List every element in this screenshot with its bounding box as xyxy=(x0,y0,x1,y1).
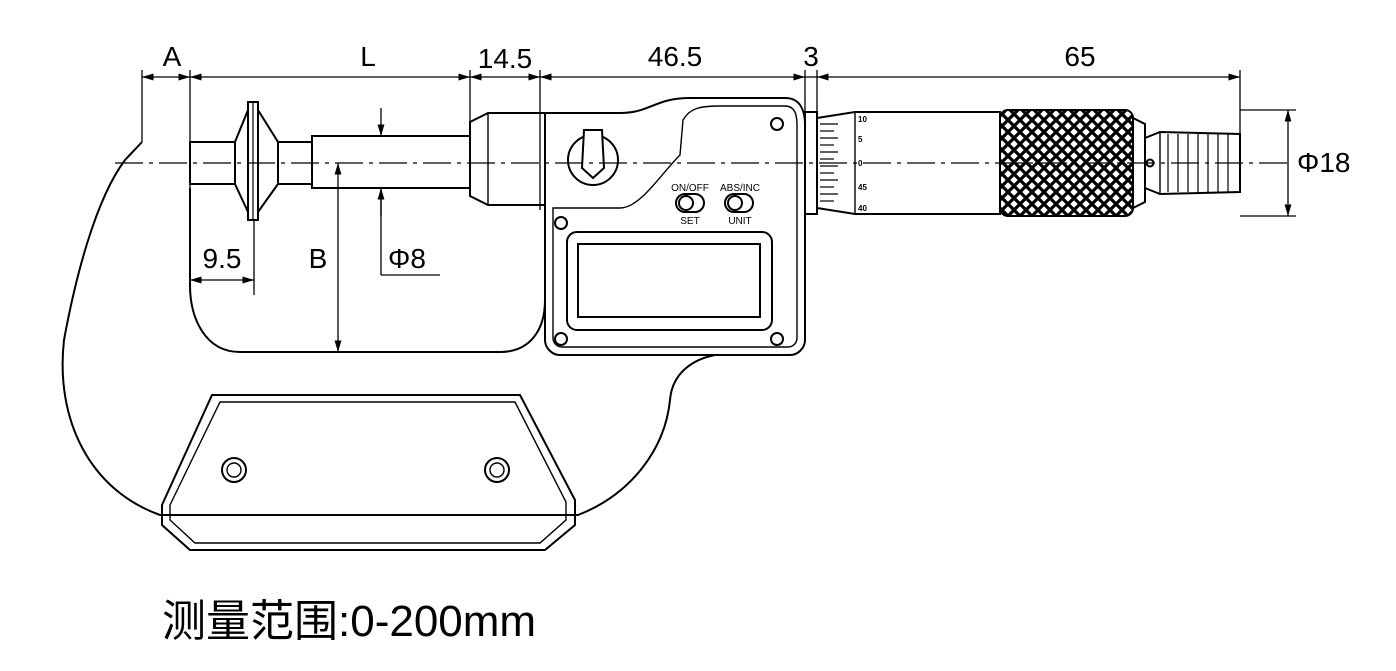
unit-button-label: UNIT xyxy=(728,216,751,227)
dimension-lines xyxy=(141,70,1296,352)
dim-phi8-label: Φ8 xyxy=(388,243,426,274)
thimble-scale-5: 5 xyxy=(858,135,863,144)
digital-head xyxy=(544,97,806,356)
dim-l-label: L xyxy=(360,41,376,72)
anvil-spindle xyxy=(189,101,546,221)
dim-65-label: 65 xyxy=(1064,41,1095,72)
dim-3-label: 3 xyxy=(803,41,819,72)
dim-14-5-label: 14.5 xyxy=(478,43,533,74)
thimble-scale-0: 0 xyxy=(858,159,863,168)
dim-phi18-label: Φ18 xyxy=(1297,147,1350,178)
dim-46-5-label: 46.5 xyxy=(648,41,703,72)
dim-9-5-label: 9.5 xyxy=(203,243,242,274)
frame xyxy=(61,141,790,551)
thimble-scale-40: 40 xyxy=(858,204,867,213)
thimble-scale-10: 10 xyxy=(858,115,867,124)
dim-a-label: A xyxy=(163,41,182,72)
on-off-button-label: ON/OFF xyxy=(671,183,709,194)
abs-inc-button-label: ABS/INC xyxy=(720,183,760,194)
thimble-scale-45: 45 xyxy=(858,183,867,192)
measuring-range-caption: 测量范围:0-200mm xyxy=(162,597,537,646)
set-button-label: SET xyxy=(680,216,699,227)
dim-b-label: B xyxy=(309,243,328,274)
